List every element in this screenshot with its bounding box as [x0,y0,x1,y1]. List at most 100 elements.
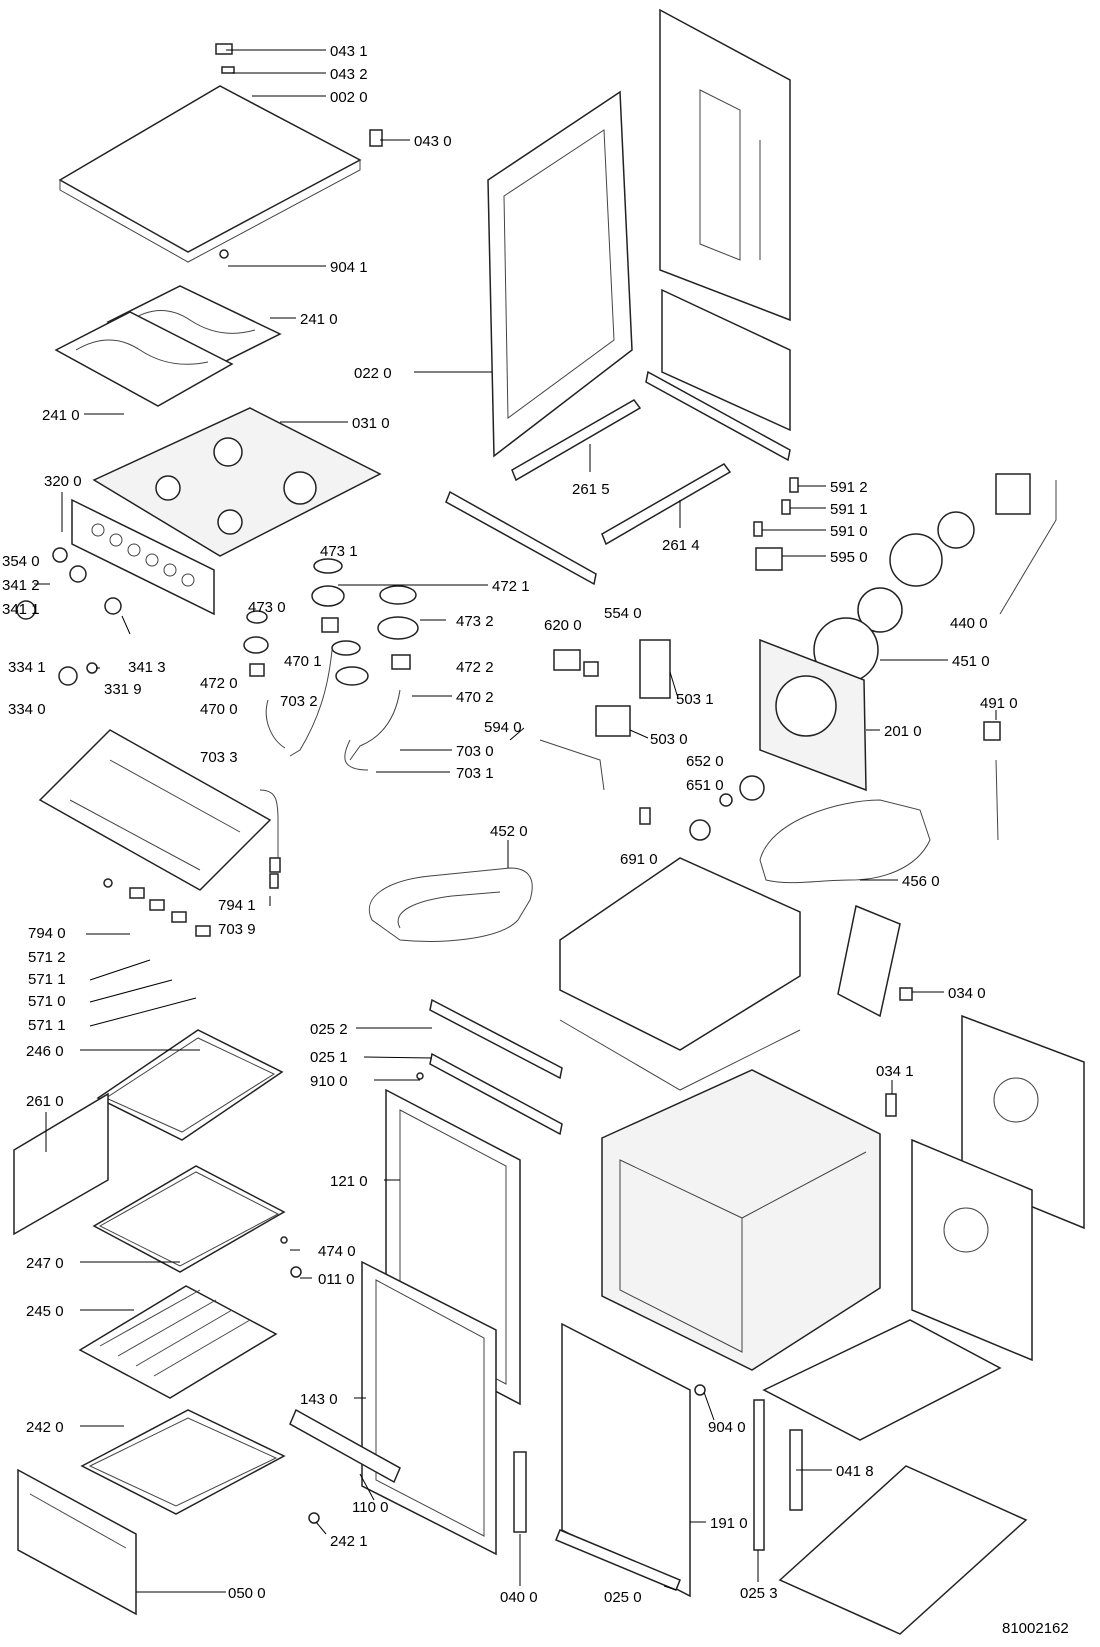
callout-label: 473 1 [320,543,358,560]
screw-904-0 [694,1384,706,1396]
burner-base-470-2 [391,654,411,670]
screw-904-1 [219,249,229,259]
callout-label: 571 1 [28,971,66,988]
pin-591-0 [753,521,763,537]
callout-label: 591 1 [830,501,868,518]
callout-label: 491 0 [980,695,1018,712]
screw-910-0 [416,1072,424,1080]
runner-261-4 [601,463,732,546]
callout-label: 651 0 [686,777,724,794]
drawer-cavity-base [762,1319,1002,1441]
callout-label: 247 0 [26,1255,64,1272]
callout-label: 043 1 [330,43,368,60]
callout-label: 451 0 [952,653,990,670]
burner-base-470-0 [249,663,265,677]
callout-label: 470 2 [456,689,494,706]
drawer-front-050-0 [17,1468,137,1616]
terminal-620-0 [553,649,581,671]
deep-tray-247-0 [92,1165,286,1273]
callout-label: 503 1 [676,691,714,708]
callout-label: 331 9 [104,681,142,698]
seal-794-0 [103,878,113,888]
callout-label: 334 1 [8,659,46,676]
knob-ring-341-3 [104,597,122,615]
cable-594-0 [539,739,605,791]
callout-label: 472 2 [456,659,494,676]
fan-grille [775,675,837,737]
fan-blade [857,587,903,633]
nozzle-703-9 [269,873,279,889]
callout-label: 241 0 [300,311,338,328]
baking-tray-246-0 [96,1029,284,1141]
burner-seat-2 [155,475,181,501]
transformer-503-0 [595,705,631,737]
callout-label: 201 0 [884,723,922,740]
callout-label: 595 0 [830,549,868,566]
callout-label: 110 0 [352,1499,388,1516]
oven-liner-top [559,857,801,1051]
terminal-691-0 [639,807,651,825]
runner-rear [645,370,791,462]
rear-panel [659,8,791,322]
burner-seat-3 [283,471,317,505]
document-number: 81002162 [1002,1620,1069,1637]
callout-label: 591 2 [830,479,868,496]
sensor-491-0 [983,721,1001,741]
knob-334-1 [16,600,36,620]
burner-head-small [335,666,369,686]
callout-label: 034 1 [876,1063,914,1080]
oven-cavity [601,1069,881,1371]
callout-label: 320 0 [44,473,82,490]
switch-554-0 [583,661,599,677]
clip-043-2 [221,66,235,74]
rail-025-1 [429,1052,563,1136]
drawer-tray-242-0 [80,1409,286,1515]
callout-label: 440 0 [950,615,988,632]
callout-label: 470 0 [200,701,238,718]
callout-label: 703 3 [200,749,238,766]
knob-011-0 [290,1266,302,1278]
burner-head-472-2 [377,616,419,640]
callout-label: 242 0 [26,1419,64,1436]
side-panel-right-2 [911,1138,1033,1362]
callout-label: 354 0 [2,553,40,570]
rail-025-2 [429,998,563,1080]
runner-side [445,490,597,586]
callout-label: 143 0 [300,1391,338,1408]
bottom-plate [778,1465,1028,1635]
callout-label: 571 0 [28,993,66,1010]
callout-label: 473 2 [456,613,494,630]
heat-shield [837,904,901,1018]
valve-571-1b [195,925,211,937]
valve-571-0 [171,911,187,923]
bracket-503-1 [639,639,671,699]
control-panel [71,498,215,616]
knob-334-0 [58,666,78,686]
hinge-040-0 [513,1451,527,1533]
callout-label: 025 1 [310,1049,348,1066]
burner-cap-473-0 [246,610,268,624]
pin-591-2 [789,477,799,493]
parts-artwork [13,8,1085,1635]
callout-label: 040 0 [500,1589,538,1606]
callout-label: 910 0 [310,1073,348,1090]
callout-label: 594 0 [484,719,522,736]
valve-571-1a [149,899,165,911]
callout-labels: 043 1 043 2 002 0 043 0 904 1 241 0 241 … [2,43,1018,1606]
callout-label: 904 1 [330,259,368,276]
connector-794-1 [269,857,281,873]
callout-label: 571 1 [28,1017,66,1034]
callout-label: 011 0 [318,1271,354,1288]
burner-base-470-1 [321,617,339,633]
callout-label: 473 0 [248,599,286,616]
callout-label: 591 0 [830,523,868,540]
pin-591-1 [781,499,791,515]
handle-110-0 [289,1408,401,1484]
callout-label: 904 0 [708,1419,746,1436]
callout-label: 241 0 [42,407,80,424]
burner-seat-1 [213,437,243,467]
callout-label: 554 0 [604,605,642,622]
callout-label: 452 0 [490,823,528,840]
burner-seat-4 [217,509,243,535]
